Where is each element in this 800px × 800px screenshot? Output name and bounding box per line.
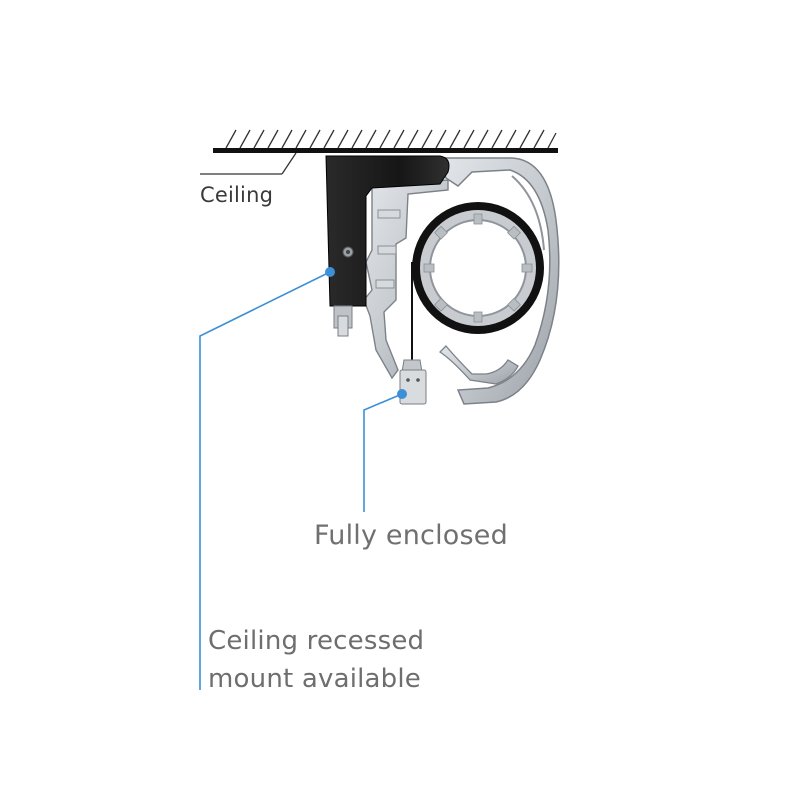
ceiling-line <box>213 148 558 153</box>
ceiling-label: Ceiling <box>200 183 274 207</box>
mounting-bracket-icon <box>325 155 450 337</box>
ceiling-hatch <box>225 129 557 149</box>
recessed-mount-label: Ceiling recessed mount available <box>208 622 424 698</box>
bracket-leader-dot <box>325 267 335 277</box>
recessed-label-line1: Ceiling recessed <box>208 626 425 656</box>
weight-leader-dot <box>397 389 407 399</box>
recessed-label-line2: mount available <box>208 664 422 694</box>
fully-enclosed-label: Fully enclosed <box>314 520 508 551</box>
cassette-housing-icon <box>436 157 560 405</box>
roller-tube-icon <box>412 202 544 334</box>
leader-lines <box>199 271 403 690</box>
front-profile-icon <box>363 179 449 380</box>
ceiling-pointer-diagonal <box>281 152 297 175</box>
